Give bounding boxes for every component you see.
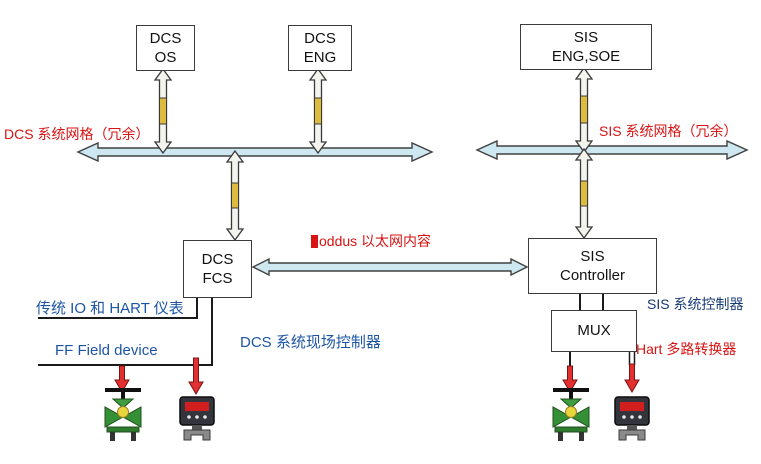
legacy-io-wire	[38, 296, 198, 319]
node-sis-controller: SIS Controller	[528, 238, 657, 294]
node-dcs-fcs-line2: FCS	[202, 270, 233, 287]
node-dcs-os: DCS OS	[136, 25, 195, 71]
label-sis-system-controller: SIS 系统控制器	[647, 296, 744, 312]
ethernet-link-arrow	[251, 257, 529, 277]
node-dcs-fcs: DCS FCS	[183, 240, 252, 298]
down-arrow-transmitter-left	[188, 357, 204, 395]
vertical-link-sis-controller	[574, 147, 594, 240]
node-mux-label: MUX	[577, 322, 611, 340]
node-dcs-fcs-line1: DCS	[201, 250, 234, 268]
node-sis-controller-line2: Controller	[559, 267, 626, 284]
transmitter-icon	[614, 396, 650, 441]
node-sis-controller-line1: SIS	[580, 247, 605, 265]
down-arrow-valve-right	[562, 365, 578, 393]
label-legacy-io: 传统 IO 和 HART 仪表	[36, 300, 184, 317]
vertical-link-sis-eng	[574, 66, 594, 154]
ff-fieldbus-wire	[38, 296, 213, 366]
label-ethernet-link: oddus 以太网内容	[311, 231, 431, 251]
down-arrow-transmitter-right	[624, 363, 640, 393]
node-dcs-os-line2: OS	[154, 49, 177, 66]
vertical-link-dcs-eng	[308, 67, 328, 155]
node-dcs-eng-line1: DCS	[304, 29, 336, 47]
down-arrow-valve-left	[114, 365, 130, 393]
node-sis-eng-soe-line2: ENG,SOE	[551, 48, 621, 65]
vertical-link-dcs-os	[153, 67, 173, 155]
label-ethernet-link-text: oddus 以太网内容	[319, 233, 432, 249]
node-dcs-os-line1: DCS	[149, 29, 182, 47]
red-square-icon	[311, 235, 318, 248]
control-valve-icon	[104, 388, 142, 441]
node-sis-eng-soe-line1: SIS	[573, 28, 599, 46]
control-valve-icon	[552, 388, 590, 441]
node-dcs-eng-line2: ENG	[303, 49, 337, 66]
node-mux: MUX	[551, 310, 637, 352]
vertical-link-dcs-fcs	[225, 149, 245, 242]
label-sis-network: SIS 系统网格（冗余）	[599, 123, 738, 139]
label-dcs-field-controller: DCS 系统现场控制器	[240, 334, 381, 351]
sis-network-bus-arrow	[475, 139, 749, 161]
label-hart-mux: Hart 多路转换器	[636, 341, 737, 357]
transmitter-icon	[179, 396, 215, 441]
dcs-network-bus-arrow	[76, 141, 434, 163]
node-sis-eng-soe: SIS ENG,SOE	[520, 24, 652, 70]
label-dcs-network: DCS 系统网格（冗余）	[4, 126, 150, 142]
node-dcs-eng: DCS ENG	[288, 25, 352, 71]
label-ff-field-device: FF Field device	[55, 342, 158, 359]
